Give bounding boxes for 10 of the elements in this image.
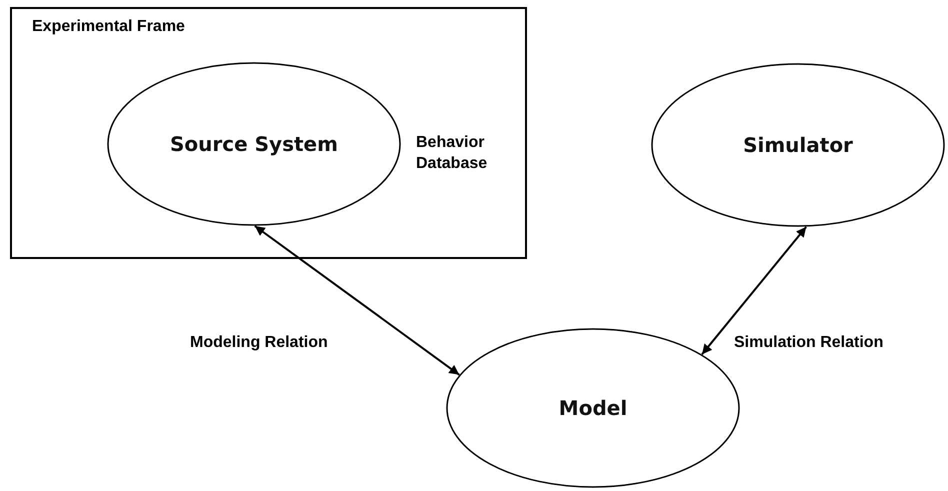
node-label: Source System [170, 132, 338, 156]
node-label: Model [558, 396, 628, 420]
edge-label: Modeling Relation [190, 334, 328, 352]
frame-title: Experimental Frame [32, 17, 185, 37]
double-arrow [701, 226, 807, 355]
frame-box [10, 7, 527, 259]
edge-label: Simulation Relation [734, 334, 884, 352]
node-label: Simulator [743, 133, 853, 157]
area-label: Behavior Database [416, 133, 488, 174]
double-arrow [254, 225, 460, 376]
